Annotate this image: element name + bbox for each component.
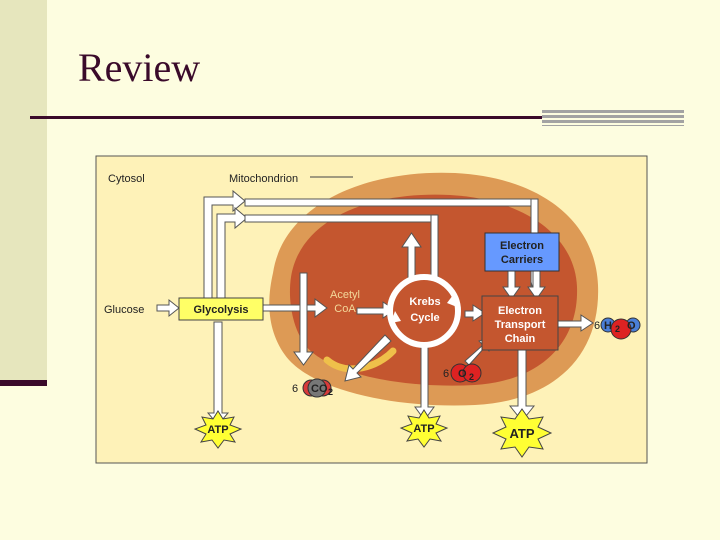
krebs-cycle-arrowhead (447, 295, 457, 307)
mitochondrion-label: Mitochondrion (229, 173, 298, 185)
title-rule-accent (542, 110, 684, 126)
h2o-oxygen: O (627, 320, 636, 332)
atp-burst-glycolysis (193, 410, 243, 449)
slide-title: Review (78, 45, 201, 90)
electron-transport-chain-label-line2: Transport (495, 319, 546, 331)
co2-coefficient: 6 (292, 383, 298, 395)
cytosol-label: Cytosol (108, 173, 145, 185)
electron-transport-chain-box (481, 295, 559, 351)
title-rule (30, 116, 542, 119)
h2o-subscript: 2 (615, 324, 620, 334)
h2o-molecule (600, 317, 641, 340)
krebs-cycle-label-line1: Krebs (409, 296, 440, 308)
co2-molecule (302, 378, 332, 398)
co2-formula: CO (311, 383, 328, 395)
glycolysis-box (178, 297, 264, 321)
atp-burst-electron-transport (491, 408, 553, 458)
h2o-coefficient: 6 (594, 320, 600, 332)
cellular-respiration-diagram: Cytosol Mitochondrion Glucose Glycolysis… (95, 155, 648, 464)
co2-subscript: 2 (328, 387, 333, 397)
atp-label-krebs: ATP (413, 423, 434, 435)
electron-carriers-box (484, 232, 560, 272)
atp-label-glycolysis: ATP (207, 424, 228, 436)
electron-transport-chain-label-line3: Chain (505, 333, 536, 345)
electron-carriers-label-line2: Carriers (501, 254, 543, 266)
krebs-cycle-arrowhead (391, 311, 401, 323)
electron-transport-chain-label-line1: Electron (498, 305, 542, 317)
acetyl-coa-label-line1: Acetyl (330, 289, 360, 301)
krebs-cycle-label-line2: Cycle (410, 312, 439, 324)
glucose-label: Glucose (104, 304, 144, 316)
o2-subscript: 2 (469, 372, 474, 382)
left-accent-line (0, 380, 47, 386)
glycolysis-label: Glycolysis (193, 304, 248, 316)
left-accent-band (0, 0, 47, 383)
electron-carriers-label-line1: Electron (500, 240, 544, 252)
pathway-arrows (156, 189, 594, 426)
atp-label-electron-transport: ATP (509, 426, 534, 441)
o2-formula: O (458, 368, 467, 380)
krebs-cycle-ring (387, 274, 461, 348)
h2o-hydrogen: H (604, 320, 612, 332)
o2-coefficient: 6 (443, 368, 449, 380)
o2-molecule (450, 363, 482, 383)
acetyl-coa-label-line2: CoA (334, 303, 356, 315)
atp-burst-krebs (399, 409, 449, 448)
